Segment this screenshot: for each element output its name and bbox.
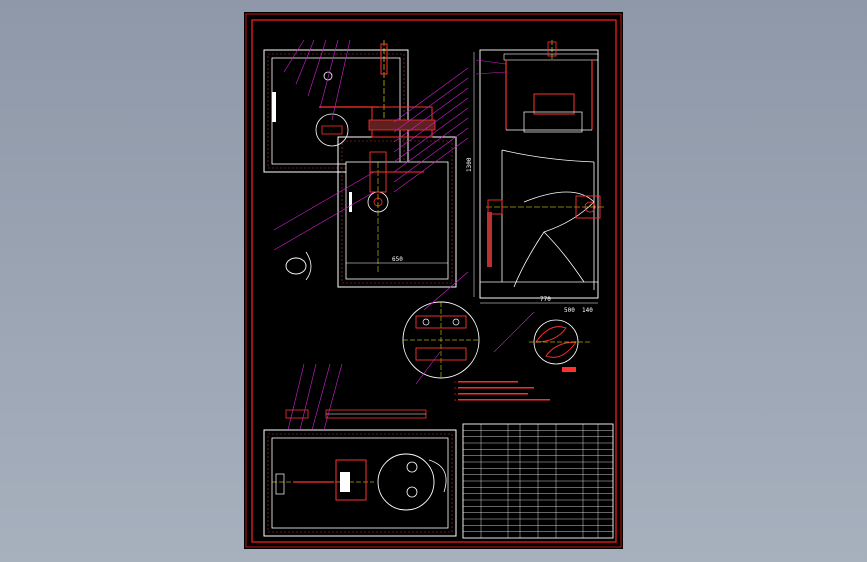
detail-rotor-view <box>529 319 592 372</box>
dimension-width-bottom: 650 <box>392 256 403 263</box>
note-2: 2. <box>454 386 458 390</box>
dimension-detail-b: 140 <box>582 307 593 314</box>
top-right-view: 1300 770 500 140 <box>466 40 606 314</box>
top-left-view: 650 <box>263 40 457 288</box>
note-1: 1. <box>454 380 458 384</box>
note-3: 3. <box>454 392 458 396</box>
inner-frame <box>251 19 617 543</box>
dimension-detail-a: 500 <box>564 307 575 314</box>
note-4: 4. <box>454 398 458 402</box>
bottom-plan-view <box>263 409 457 537</box>
dimension-height-side: 1300 <box>466 157 473 172</box>
cad-drawing-sheet: 650 1300 770 500 140 <box>244 12 623 549</box>
leader-lines <box>273 39 535 431</box>
drawing-canvas: 650 1300 770 500 140 <box>245 13 622 548</box>
parts-list-grid <box>463 424 613 538</box>
detail-circle-view <box>402 301 480 379</box>
outer-frame <box>245 13 622 548</box>
dimension-width-side: 770 <box>540 296 551 303</box>
technical-notes: 1. 2. 3. 4. <box>454 380 550 402</box>
